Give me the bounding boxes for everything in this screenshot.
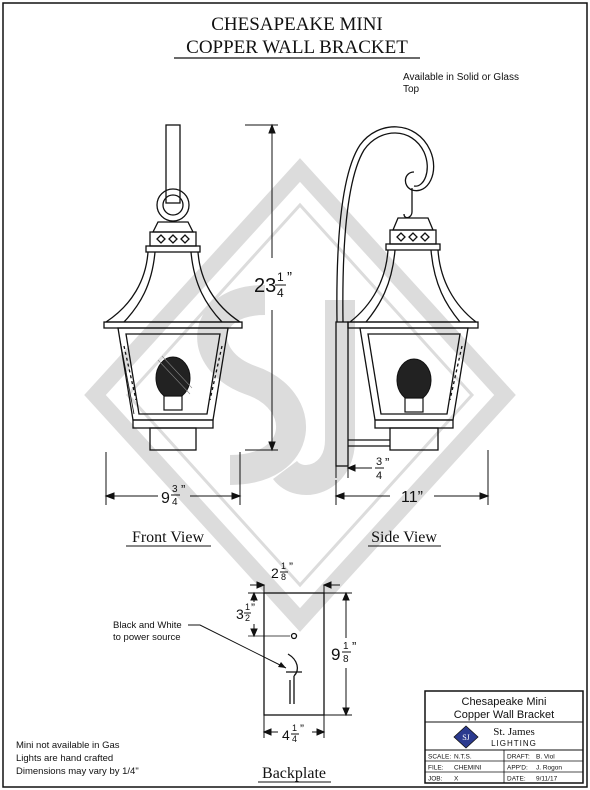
backplate-bottom-unit: ” — [300, 722, 304, 736]
backplate-height-whole: 9 — [331, 645, 340, 664]
backplate-height-num: 1 — [343, 641, 349, 652]
row-job-key: JOB: — [428, 776, 443, 783]
watermark-logo — [84, 158, 516, 632]
backplate-top-whole: 2 — [271, 565, 279, 581]
row-scale-value: N.T.S. — [454, 754, 472, 761]
side-view-lantern — [335, 126, 479, 467]
row-date-value: 9/11/17 — [536, 776, 558, 783]
row-draft-key: DRAFT: — [507, 754, 530, 761]
note-bottom-3: Dimensions may vary by 1/4" — [16, 766, 139, 777]
backplate-bottom-num: 1 — [292, 723, 297, 733]
backplate-label: Backplate — [262, 765, 326, 782]
front-height-whole: 23 — [254, 275, 276, 297]
logo-text: SJ — [462, 733, 470, 742]
row-scale-key: SCALE: — [428, 754, 451, 761]
row-file-value: CHEMINI — [454, 765, 482, 772]
front-width-den: 4 — [172, 497, 178, 508]
row-draft-value: B. Viol — [536, 754, 555, 761]
backplate-left-unit: ” — [251, 601, 255, 615]
front-height-unit: ” — [287, 269, 292, 286]
company-name: St. James — [493, 726, 535, 738]
backplate-left-dimension — [248, 591, 290, 638]
side-offset-num: 3 — [376, 456, 382, 468]
front-bulb — [155, 355, 193, 411]
side-offset-unit: ” — [385, 455, 389, 470]
front-view-lantern — [103, 124, 243, 451]
row-appd-value: J. Rogon — [536, 765, 562, 772]
front-width-whole: 9 — [161, 490, 170, 507]
backplate-drawing — [263, 592, 325, 716]
callout-arrowhead — [278, 662, 286, 668]
backplate-top-num: 1 — [281, 561, 286, 571]
callout-line-2: to power source — [113, 632, 181, 643]
title-block — [424, 690, 584, 784]
backplate-bottom-whole: 4 — [282, 727, 290, 743]
callout-leader — [188, 624, 287, 669]
title-line-1: CHESAPEAKE MINI — [211, 14, 383, 35]
backplate-top-den: 8 — [281, 572, 286, 582]
note-bottom-1: Mini not available in Gas — [16, 740, 120, 751]
note-bottom-2: Lights are hand crafted — [16, 753, 113, 764]
title-block-name-1: Chesapeake Mini — [462, 696, 547, 708]
backplate-left-num: 1 — [245, 602, 250, 612]
front-height-dimension — [245, 123, 278, 452]
row-job-value: X — [454, 776, 459, 783]
backplate-top-dimension — [250, 581, 340, 593]
backplate-top-unit: ” — [289, 560, 293, 574]
front-width-unit: ” — [181, 482, 185, 497]
note-top-line-1: Available in Solid or Glass — [403, 72, 519, 83]
side-offset-den: 4 — [376, 470, 382, 482]
backplate-height-den: 8 — [343, 654, 349, 665]
front-view-label: Front View — [132, 529, 205, 546]
backplate-left-whole: 3 — [236, 606, 244, 622]
backplate-bottom-dimension — [262, 715, 326, 738]
front-width-dimension — [104, 452, 242, 505]
front-height-den: 4 — [277, 286, 284, 300]
note-top-line-2: Top — [403, 84, 420, 95]
side-offset-dimension — [335, 462, 372, 478]
row-appd-key: APP'D: — [507, 765, 528, 772]
row-date-key: DATE: — [507, 776, 526, 783]
front-width-num: 3 — [172, 484, 178, 495]
side-bulb — [396, 358, 432, 413]
front-height-num: 1 — [277, 270, 284, 284]
row-file-key: FILE: — [428, 765, 444, 772]
callout-line-1: Black and White — [113, 620, 182, 631]
side-width-dimension — [334, 450, 490, 505]
title-line-2: COPPER WALL BRACKET — [186, 37, 408, 58]
backplate-height-unit: ” — [352, 639, 356, 654]
backplate-height-dimension — [324, 591, 352, 717]
side-view-label: Side View — [371, 529, 437, 546]
side-width-label: 11” — [401, 489, 423, 506]
company-logo-icon: SJ — [453, 725, 479, 749]
company-subname: LIGHTING — [491, 739, 537, 748]
title-block-name-2: Copper Wall Bracket — [454, 709, 554, 721]
backplate-bottom-den: 4 — [292, 734, 297, 744]
backplate-left-den: 2 — [245, 613, 250, 623]
